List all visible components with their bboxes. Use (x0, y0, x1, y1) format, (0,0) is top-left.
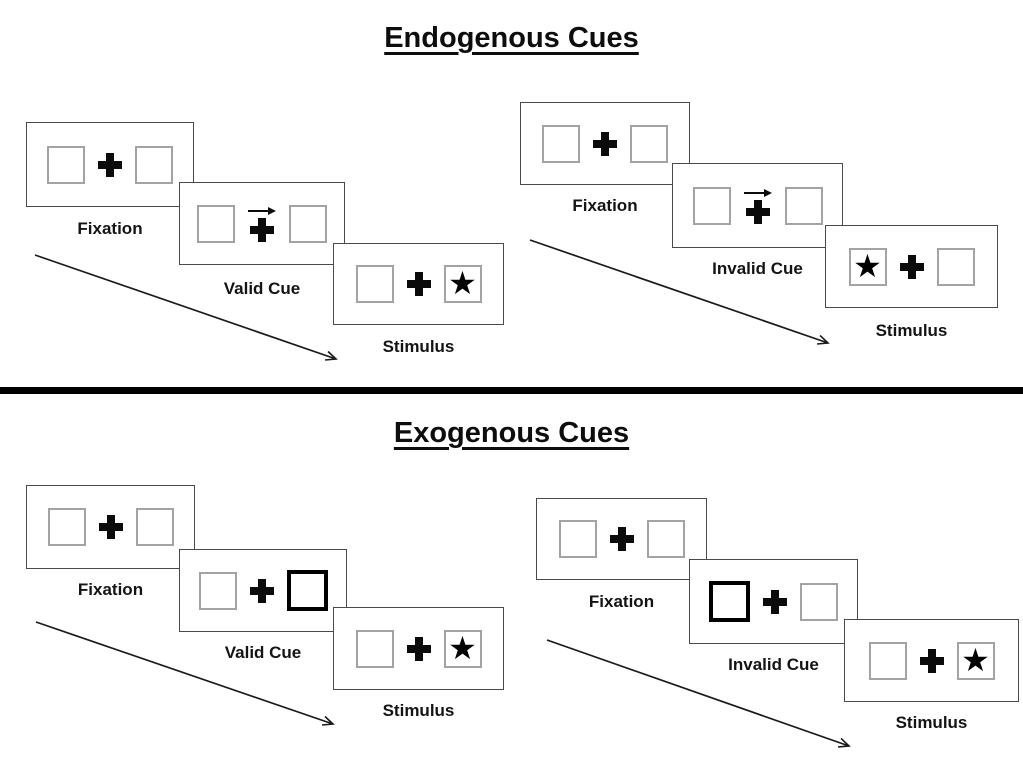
card-label-fixation: Fixation (588, 592, 655, 611)
target-box-right: ★ (443, 628, 482, 668)
fixation-cross-icon (98, 152, 122, 177)
fixation-cross-icon (919, 648, 944, 673)
fixation-cross-icon (593, 131, 617, 156)
card-stimulus: ★ (333, 243, 504, 325)
card-label-valid-cue: Valid Cue (224, 643, 302, 662)
card-label-stimulus: Stimulus (895, 713, 968, 732)
card-label-fixation: Fixation (77, 580, 144, 599)
placeholder-box-left (868, 641, 907, 680)
card-valid-cue (179, 182, 345, 265)
placeholder-box-right (936, 247, 975, 286)
card-invalid-cue (689, 559, 858, 644)
section-divider (0, 387, 1023, 394)
card-label-stimulus: Stimulus (382, 337, 455, 356)
target-star-icon: ★ (961, 640, 990, 679)
placeholder-box-left (355, 265, 394, 303)
placeholder-box-left (197, 204, 235, 243)
fixation-cross-icon (406, 272, 431, 296)
timeline-arrow-exogenous-valid (35, 621, 333, 724)
placeholder-box-right (135, 145, 173, 184)
section-title-endogenous: Endogenous Cues (384, 22, 639, 54)
card-label-stimulus: Stimulus (875, 321, 948, 340)
fixation-cross-icon (406, 636, 431, 661)
placeholder-box-left (542, 124, 580, 163)
fixation-cross-icon (250, 218, 274, 242)
section-title-exogenous: Exogenous Cues (393, 417, 630, 449)
card-valid-cue (179, 549, 347, 632)
card-stimulus: ★ (844, 619, 1019, 702)
placeholder-box-left (198, 571, 237, 610)
fixation-cross-icon (98, 515, 123, 539)
target-star-icon: ★ (448, 628, 477, 667)
target-star-icon: ★ (853, 246, 882, 285)
cue-arrow-right-icon (248, 207, 276, 215)
fixation-cross-icon (609, 527, 634, 551)
card-label-invalid-cue: Invalid Cue (728, 655, 819, 674)
card-stimulus: ★ (825, 225, 998, 308)
target-box-left: ★ (848, 246, 887, 286)
card-label-fixation: Fixation (77, 219, 143, 238)
placeholder-box-left (558, 520, 597, 558)
card-label-stimulus: Stimulus (382, 701, 455, 720)
card-label-invalid-cue: Invalid Cue (712, 259, 803, 278)
fixation-cross-icon (249, 578, 274, 603)
target-box-right: ★ (956, 640, 995, 680)
fixation-cross-icon (763, 589, 787, 614)
placeholder-box-right (646, 520, 685, 558)
placeholder-box-right (135, 508, 174, 546)
card-stimulus: ★ (333, 607, 504, 690)
peripheral-cue-box-left (709, 581, 750, 622)
fixation-cross-icon (899, 254, 924, 279)
placeholder-box-right (800, 582, 838, 621)
card-fixation (26, 485, 195, 569)
card-fixation (536, 498, 707, 580)
fixation-cross-icon (745, 200, 770, 224)
timeline-arrow-endogenous-valid (34, 254, 336, 359)
target-box-right: ★ (443, 264, 482, 303)
placeholder-box-left (692, 186, 731, 225)
peripheral-cue-box-right (286, 570, 328, 611)
card-label-fixation: Fixation (572, 196, 638, 215)
card-fixation (26, 122, 194, 207)
timeline-arrow-endogenous-invalid (529, 239, 828, 343)
placeholder-box-right (784, 186, 823, 225)
card-fixation (520, 102, 690, 185)
central-cue (743, 187, 772, 224)
placeholder-box-right (630, 124, 668, 163)
placeholder-box-left (47, 145, 85, 184)
placeholder-box-left (47, 508, 86, 546)
target-star-icon: ★ (448, 264, 477, 302)
cue-arrow-right-icon (743, 189, 772, 197)
card-label-valid-cue: Valid Cue (223, 279, 301, 298)
card-invalid-cue (672, 163, 843, 248)
placeholder-box-left (355, 629, 394, 668)
placeholder-box-right (289, 204, 327, 243)
central-cue (248, 205, 276, 242)
